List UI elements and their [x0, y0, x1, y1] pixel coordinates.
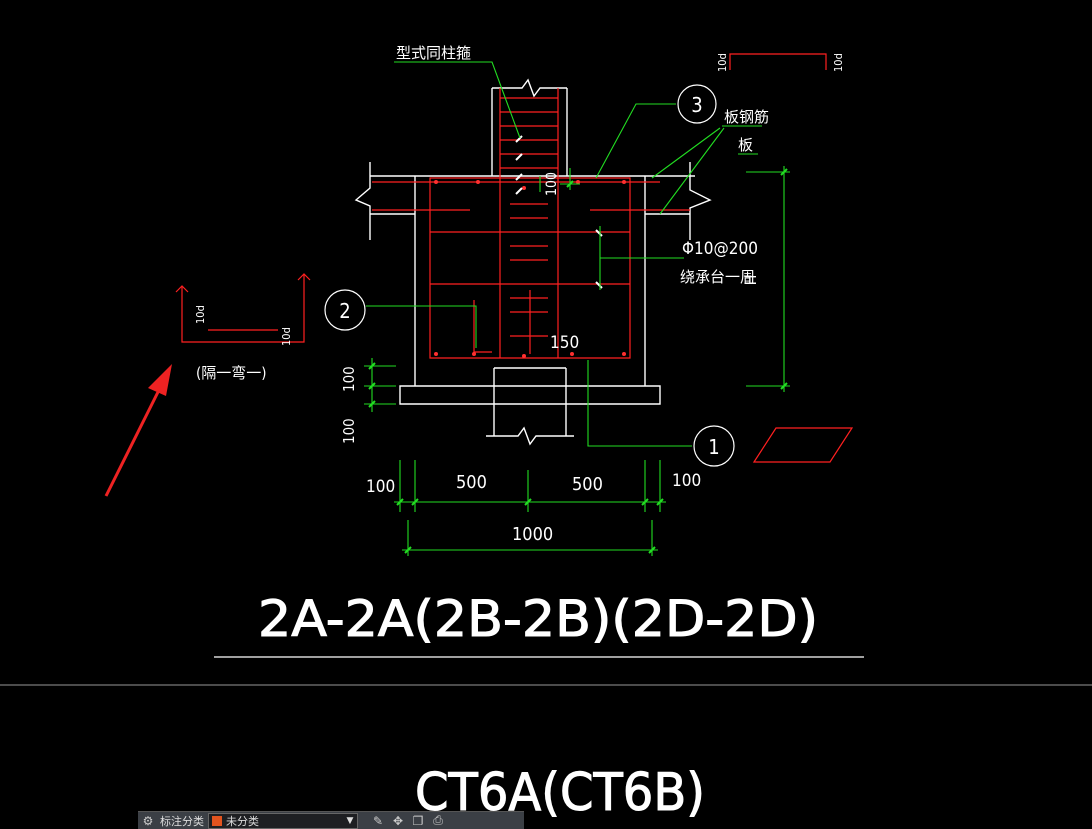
- dim-150: 150: [550, 333, 579, 353]
- marker-circles: [324, 84, 735, 467]
- sheet-title: CT6A(CT6B): [415, 763, 705, 823]
- move-icon[interactable]: ✥: [392, 813, 404, 828]
- stirrup-note: 绕承台一周: [680, 268, 755, 286]
- dim-100-left: 100: [366, 477, 395, 497]
- dim-100-right: 100: [672, 471, 701, 491]
- rebar-dots: [434, 180, 626, 358]
- concrete-outline: [354, 78, 712, 446]
- marker-1: 1: [708, 435, 719, 459]
- stirrup-spec: Φ10@200: [682, 239, 758, 259]
- copy-icon[interactable]: ❐: [412, 813, 424, 828]
- dim-100-top-cover: 100: [544, 172, 560, 196]
- color-swatch: [212, 815, 222, 826]
- label-slab: 板: [738, 136, 753, 154]
- dimension-lines: [364, 61, 790, 556]
- tie-ticks: [515, 135, 603, 289]
- dim-10d-left: 10d: [194, 305, 207, 324]
- category-select-value: 未分类: [226, 814, 259, 828]
- hook-note: (隔一弯一): [196, 364, 267, 382]
- filter-label: 标注分类: [160, 814, 204, 828]
- callout-column-stirrup: 型式同柱箍: [396, 44, 471, 62]
- dim-1000: 1000: [512, 524, 553, 545]
- edit-icon[interactable]: ✎: [372, 813, 384, 828]
- dim-10d-right: 10d: [280, 327, 293, 346]
- settings-icon[interactable]: ⚙: [142, 813, 154, 828]
- dim-10d-top-right: 10d: [832, 53, 845, 72]
- category-select[interactable]: 未分类 ▼: [208, 812, 358, 829]
- dim-100-vert-upper: 100: [340, 366, 358, 392]
- dim-100-vert-lower: 100: [340, 418, 358, 444]
- section-title: 2A-2A(2B-2B)(2D-2D): [258, 590, 818, 648]
- chevron-down-icon: ▼: [346, 815, 354, 826]
- print-icon[interactable]: ⎙: [433, 813, 443, 827]
- annotation-arrow: [104, 364, 172, 497]
- dim-500-left: 500: [456, 472, 487, 493]
- dimension-ticks: [368, 168, 788, 554]
- marker-3: 3: [691, 93, 702, 117]
- marker-2: 2: [339, 299, 350, 323]
- dim-height-h: H: [741, 275, 760, 286]
- annotation-toolbar: ⚙ 标注分类 未分类 ▼ ✎ ✥ ❐ ⎙: [138, 811, 524, 829]
- dim-10d-top-left: 10d: [716, 53, 729, 72]
- dim-500-right: 500: [572, 474, 603, 495]
- rebar-cage: [175, 53, 854, 463]
- label-slab-rebar: 板钢筋: [724, 108, 769, 126]
